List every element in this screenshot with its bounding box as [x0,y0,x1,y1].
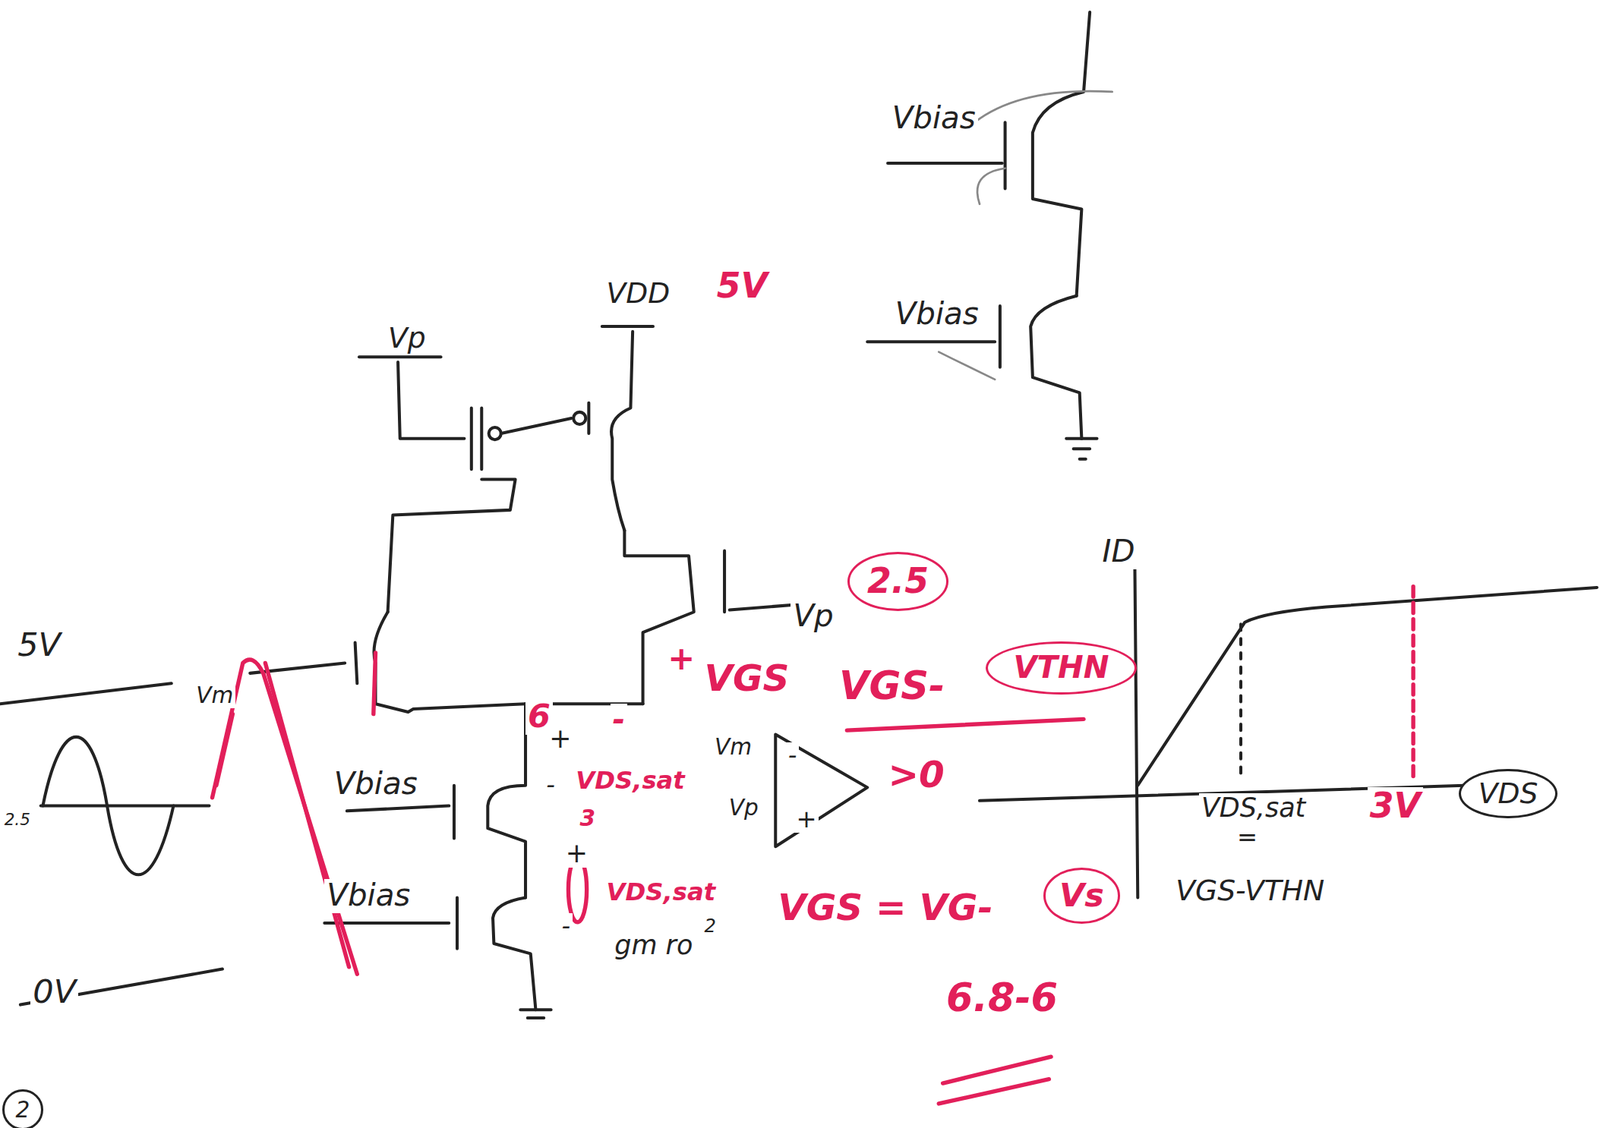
handwritten-label: VGS-VTHN [1173,875,1327,907]
handwritten-label: 3V [1367,787,1424,826]
handwritten-label: Vbias [889,101,979,136]
handwritten-label: - [610,703,629,738]
input-waveform [0,683,223,1005]
handwritten-label: Vm [712,735,755,761]
circled-note: VTHN [985,641,1137,695]
handwritten-label: VDS,sat [573,767,688,795]
handwritten-label: + [793,806,819,834]
handwritten-label: 5V [714,267,771,306]
handwritten-label: gm ro [612,930,695,960]
id-vds-graph [979,551,1597,899]
handwritten-label: VGS- [836,665,947,708]
circled-text: 2 [15,1098,31,1124]
nmos-stack [867,12,1097,460]
handwritten-label: 2.5 [2,811,33,830]
red-annotations [212,586,1414,1105]
circled-text: 2.5 [867,562,929,601]
handwritten-label: - [543,772,558,799]
handwritten-label: Vbias [331,767,420,802]
handwritten-label: 6.8-6 [943,977,1061,1020]
handwritten-label: >0 [885,754,947,796]
handwritten-label: 5V [15,627,64,663]
handwritten-label: + [563,839,591,868]
handwritten-label: + [665,640,698,677]
handwritten-label: 0V [30,974,79,1010]
handwritten-label: ID [1100,535,1138,569]
handwritten-label: Vp [790,599,836,634]
diff-pair [249,326,806,1019]
handwritten-label: VDS,sat [604,879,719,906]
handwritten-label: Vbias [893,297,982,332]
handwritten-label: = [1234,824,1260,852]
handwritten-label: + [546,724,574,754]
circled-text: VDS [1478,778,1539,810]
handwritten-label: 3 [577,806,599,832]
handwritten-label: 2 [702,916,719,938]
handwritten-label: VGS = VG- [775,887,995,928]
handwritten-label: Vm [193,683,236,709]
circled-note: VDS [1458,769,1558,820]
handwritten-label: Vp [726,795,761,821]
handwritten-label: Vbias [324,879,413,913]
opamp-symbol [775,735,868,848]
handwritten-label: VDD [604,277,673,310]
handwritten-label: Vp [385,322,429,354]
handwritten-label: VDS,sat [1199,793,1308,823]
circled-note: 2 [2,1089,44,1128]
circled-note: Vs [1043,867,1121,925]
handwritten-label: VGS [702,658,793,699]
circled-text: Vs [1059,877,1105,914]
circled-text: VTHN [1013,651,1109,685]
handwritten-label: - [558,913,573,941]
handwritten-label: - [785,742,800,770]
circled-note: 2.5 [847,552,949,612]
